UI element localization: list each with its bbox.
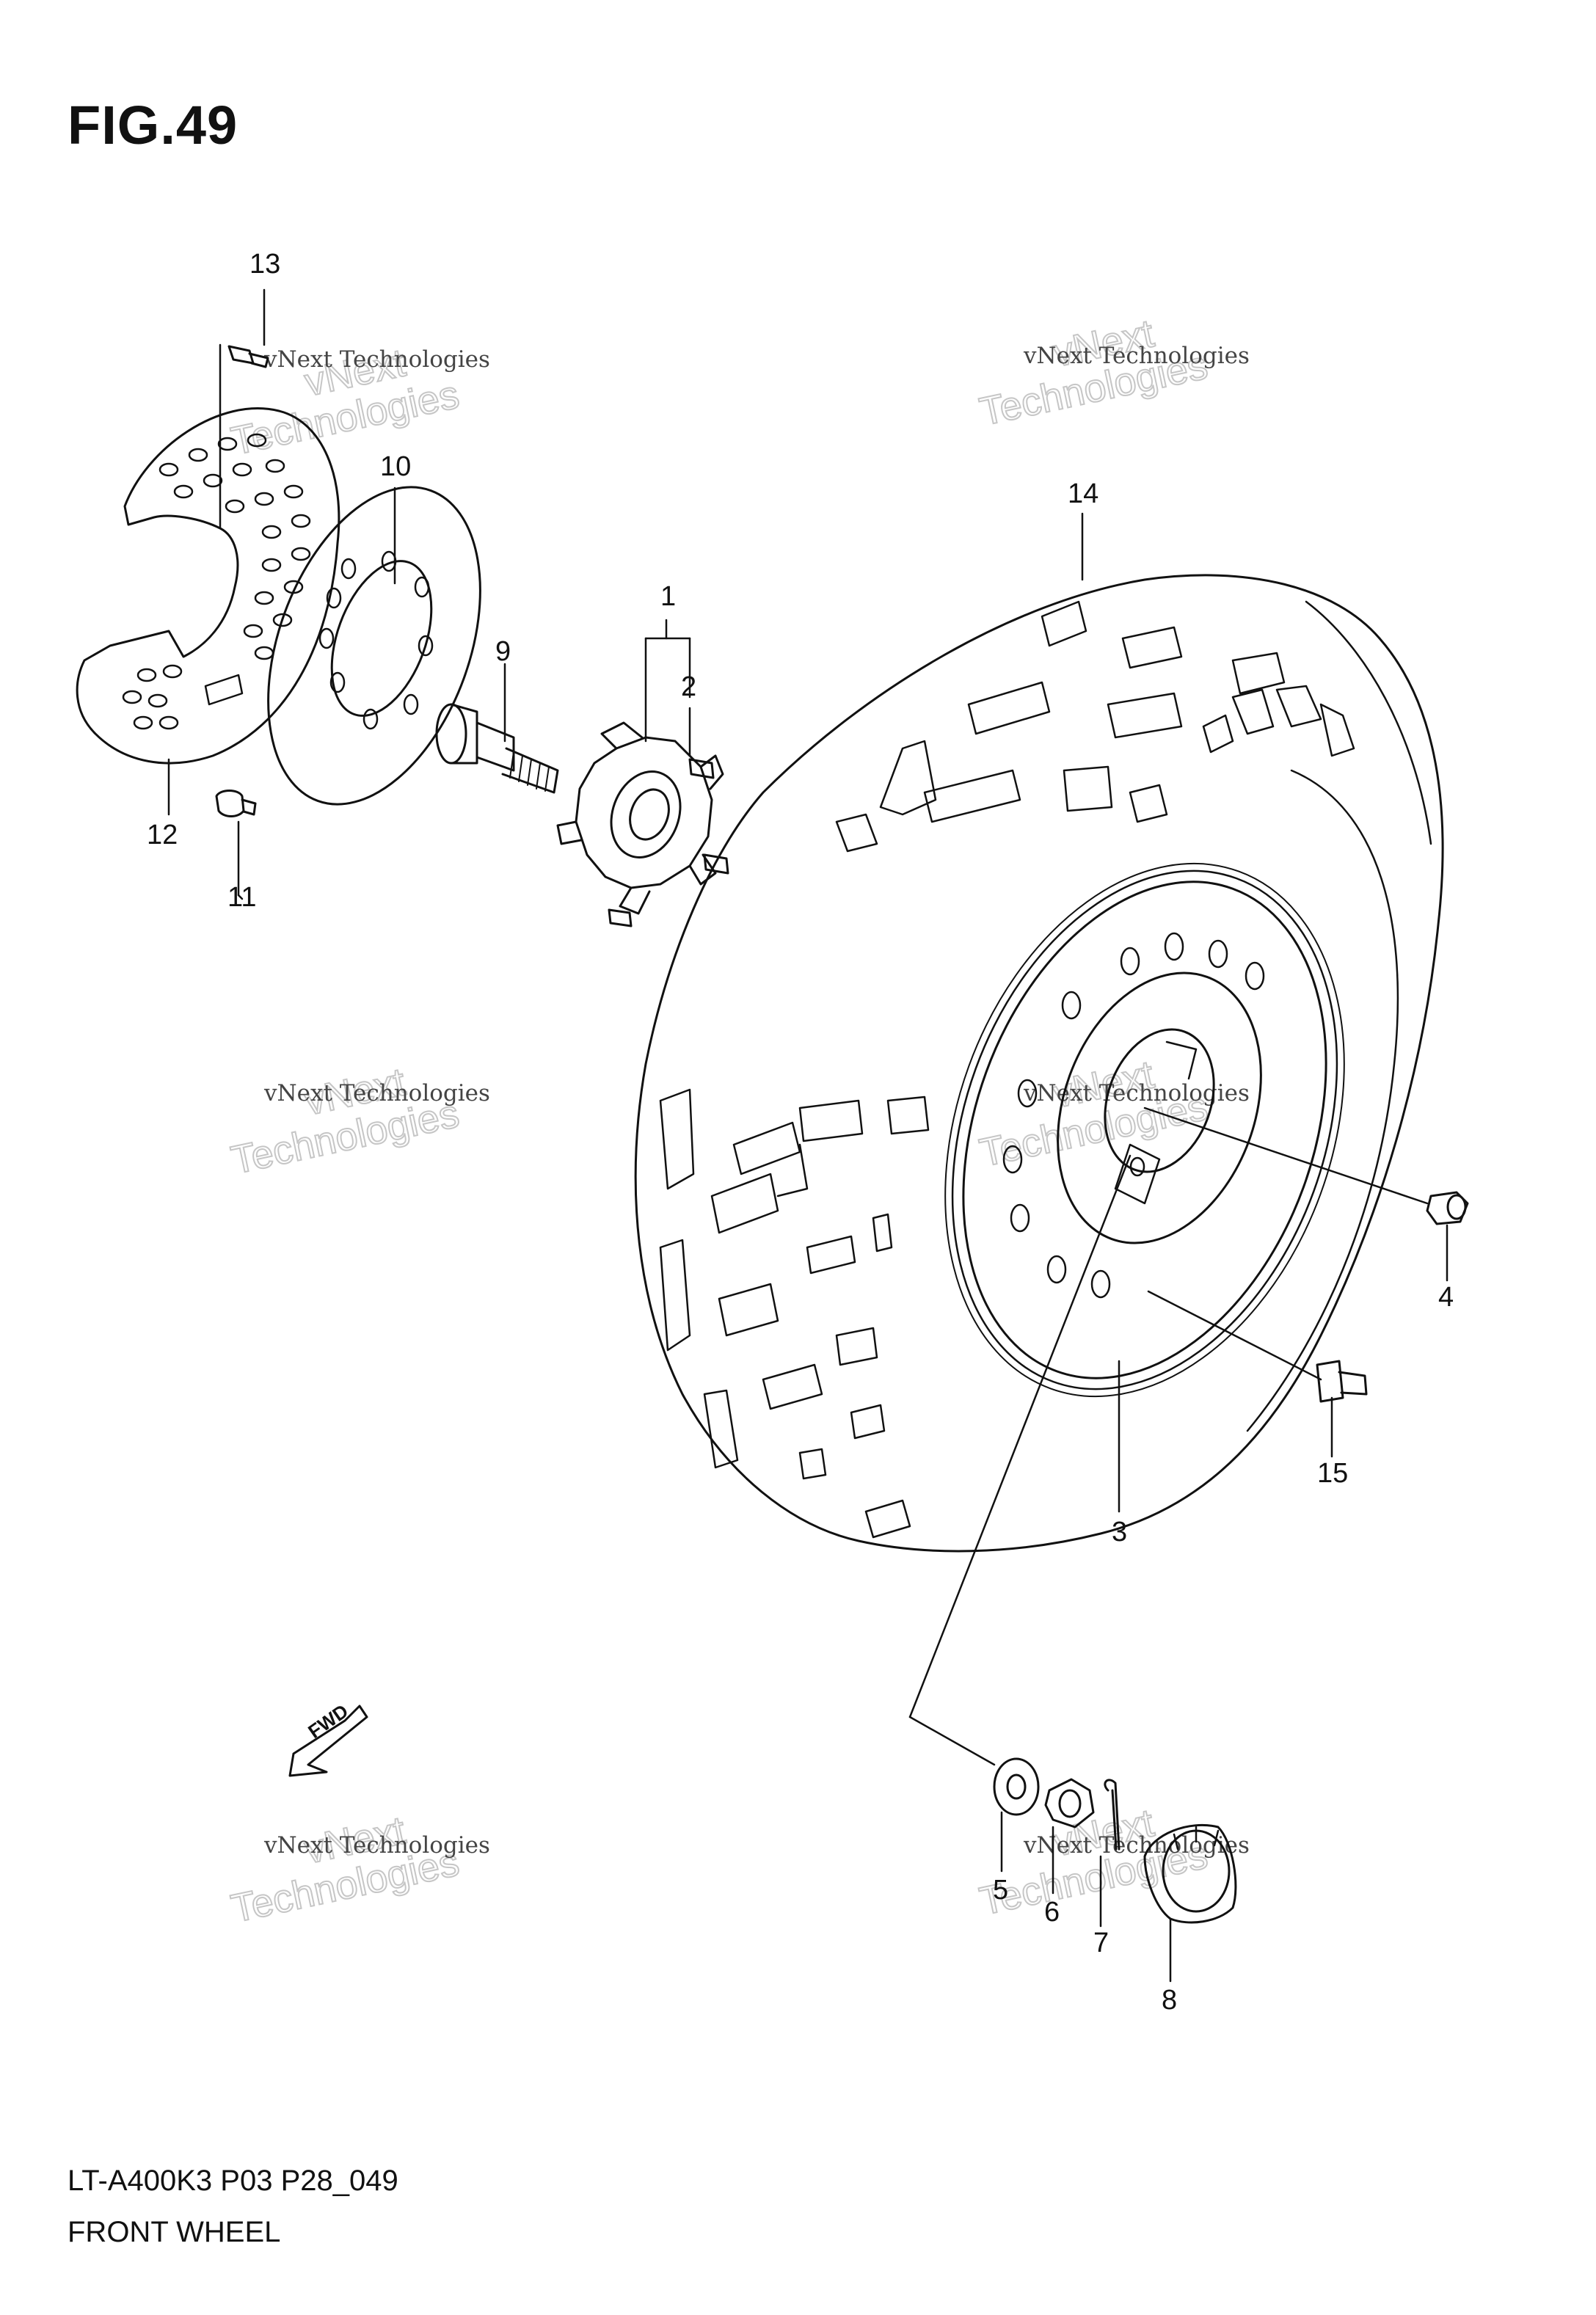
- rim-part: [944, 862, 1345, 1398]
- callout-2: 2: [681, 671, 696, 702]
- svg-text:vNext Technologies: vNext Technologies: [263, 1080, 490, 1107]
- hub-cap-part: [1143, 1823, 1237, 1924]
- callout-8: 8: [1162, 1985, 1177, 2016]
- watermark-2: Technologies vNext vNext Technologies: [975, 310, 1250, 434]
- callout-13: 13: [249, 249, 280, 280]
- svg-text:vNext Technologies: vNext Technologies: [263, 1832, 490, 1859]
- tire-part: [634, 574, 1444, 1553]
- callout-11: 11: [227, 882, 256, 913]
- callout-7: 7: [1093, 1928, 1109, 1958]
- cotter-pin-part: [1104, 1779, 1121, 1851]
- svg-text:vNext Technologies: vNext Technologies: [1023, 1080, 1250, 1107]
- tire-valve-part: [1316, 1360, 1368, 1403]
- callout-14: 14: [1068, 478, 1098, 509]
- fwd-arrow-icon: [288, 1705, 368, 1777]
- callout-10: 10: [380, 451, 411, 482]
- brake-disc-part: [267, 486, 481, 806]
- svg-text:vNext Technologies: vNext Technologies: [1023, 1832, 1250, 1859]
- watermark-6: Technologies vNext vNext Technologies: [975, 1800, 1250, 1924]
- callout-4: 4: [1438, 1282, 1454, 1313]
- watermark-3: Technologies vNext vNext Technologies: [227, 1059, 490, 1183]
- spindle-part: [435, 703, 559, 794]
- callout-3: 3: [1112, 1517, 1127, 1547]
- disc-cover-part: [76, 407, 340, 765]
- callout-5: 5: [993, 1875, 1008, 1906]
- figure-name: FRONT WHEEL: [68, 2216, 281, 2248]
- callout-12: 12: [147, 820, 178, 850]
- callout-6: 6: [1044, 1897, 1060, 1928]
- wheel-nut-part: [1426, 1191, 1469, 1225]
- wheel-hub-part: [556, 721, 724, 915]
- screw-11-part: [215, 790, 257, 817]
- figure-title: FIG.49: [68, 95, 238, 156]
- svg-text:vNext Technologies: vNext Technologies: [263, 346, 490, 373]
- svg-text:vNext Technologies: vNext Technologies: [1023, 343, 1250, 369]
- castle-nut-part: [1044, 1778, 1095, 1829]
- model-code: LT-A400K3 P03 P28_049: [68, 2165, 398, 2197]
- callout-1: 1: [660, 581, 676, 612]
- screw-13-part: [227, 345, 269, 368]
- callout-15: 15: [1317, 1458, 1348, 1489]
- washer-part: [993, 1757, 1040, 1816]
- watermark-5: Technologies vNext vNext Technologies: [227, 1807, 490, 1931]
- callout-9: 9: [495, 636, 511, 667]
